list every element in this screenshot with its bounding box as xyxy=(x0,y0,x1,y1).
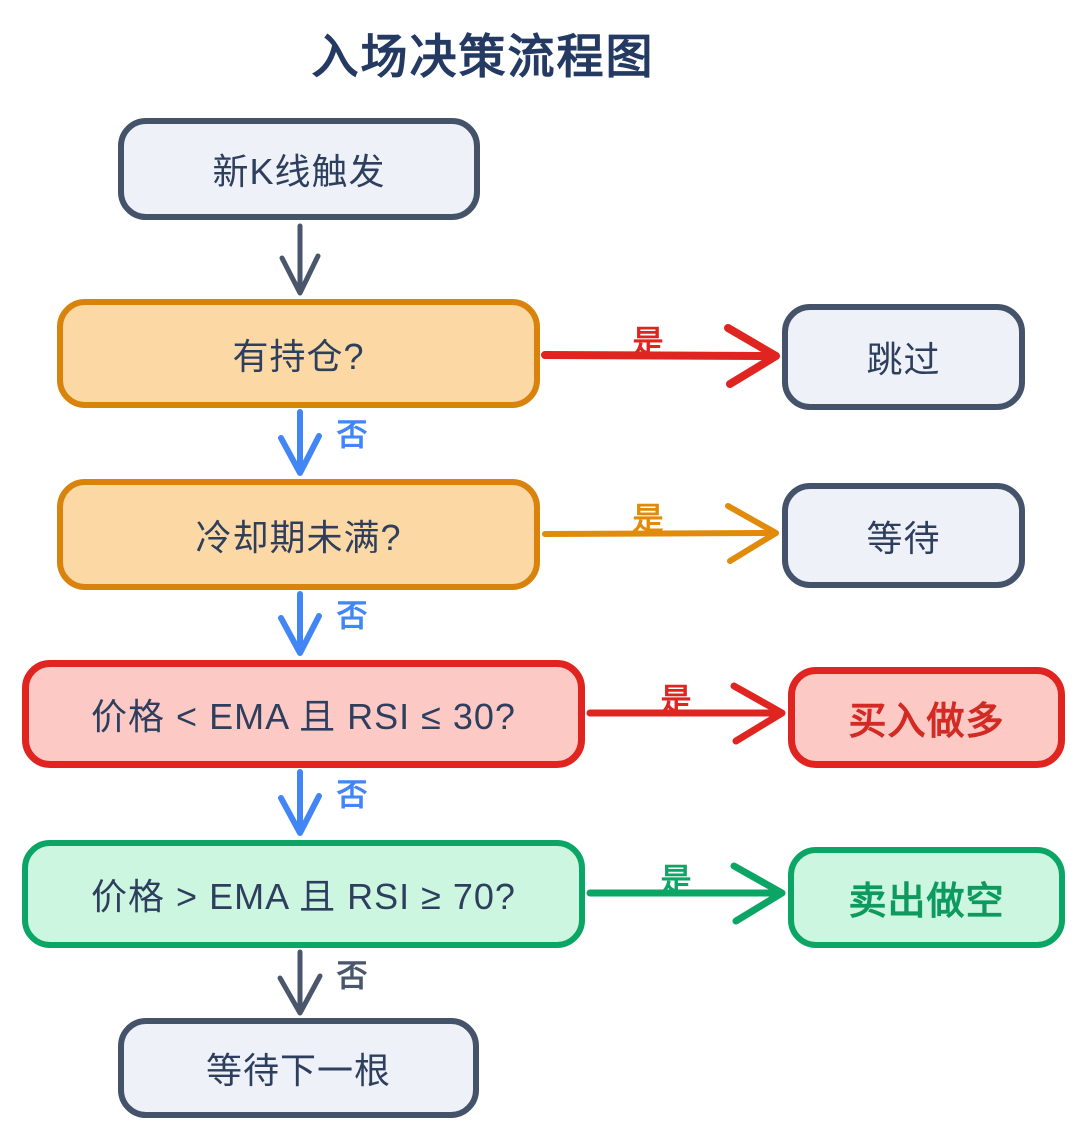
node-cooldown: 冷却期未满? xyxy=(57,479,540,590)
edge-label-yes-buy-long: 是 xyxy=(660,682,692,718)
arrow-long-condition-to-short-condition xyxy=(278,769,322,836)
edge-label-yes-skip: 是 xyxy=(632,324,664,360)
node-cooldown-label: 冷却期未满? xyxy=(195,516,402,558)
node-wait-label: 等待 xyxy=(866,517,941,559)
edge-label-yes-wait: 是 xyxy=(632,501,664,537)
arrow-start-to-has-position xyxy=(279,223,321,296)
arrow-short-condition-to-wait-next xyxy=(277,949,323,1016)
node-start: 新K线触发 xyxy=(118,118,480,220)
node-sell-short: 卖出做空 xyxy=(788,847,1065,948)
node-wait-next: 等待下一根 xyxy=(118,1018,479,1118)
node-short-condition: 价格 > EMA 且 RSI ≥ 70? xyxy=(22,840,585,948)
node-wait: 等待 xyxy=(782,483,1025,588)
edge-label-yes-sell-short: 是 xyxy=(660,862,692,898)
node-skip: 跳过 xyxy=(782,304,1025,410)
edge-label-no-wait-next: 否 xyxy=(336,958,368,994)
arrow-short-condition-to-sell-short xyxy=(586,862,786,925)
edge-label-no-short: 否 xyxy=(336,777,368,813)
node-short-condition-label: 价格 > EMA 且 RSI ≥ 70? xyxy=(91,876,516,917)
node-start-label: 新K线触发 xyxy=(212,151,386,192)
arrow-cooldown-to-long-condition xyxy=(278,591,322,656)
node-long-condition-label: 价格 < EMA 且 RSI ≤ 30? xyxy=(91,696,516,737)
node-long-condition: 价格 < EMA 且 RSI ≤ 30? xyxy=(22,660,585,768)
arrow-has-position-to-skip xyxy=(541,324,780,388)
node-sell-short-label: 卖出做空 xyxy=(848,881,1005,923)
arrow-long-condition-to-buy-long xyxy=(586,682,786,745)
edge-label-no-long: 否 xyxy=(336,598,368,634)
arrow-has-position-to-cooldown xyxy=(278,409,322,476)
node-wait-next-label: 等待下一根 xyxy=(205,1050,391,1091)
arrow-cooldown-to-wait xyxy=(542,503,779,564)
node-buy-long-label: 买入做多 xyxy=(848,701,1005,743)
node-has-position: 有持仓? xyxy=(57,299,540,408)
node-has-position-label: 有持仓? xyxy=(232,335,365,377)
node-skip-label: 跳过 xyxy=(866,339,941,380)
node-buy-long: 买入做多 xyxy=(788,667,1065,768)
edge-label-no-cooldown: 否 xyxy=(336,417,368,453)
page-title: 入场决策流程图 xyxy=(311,30,655,83)
